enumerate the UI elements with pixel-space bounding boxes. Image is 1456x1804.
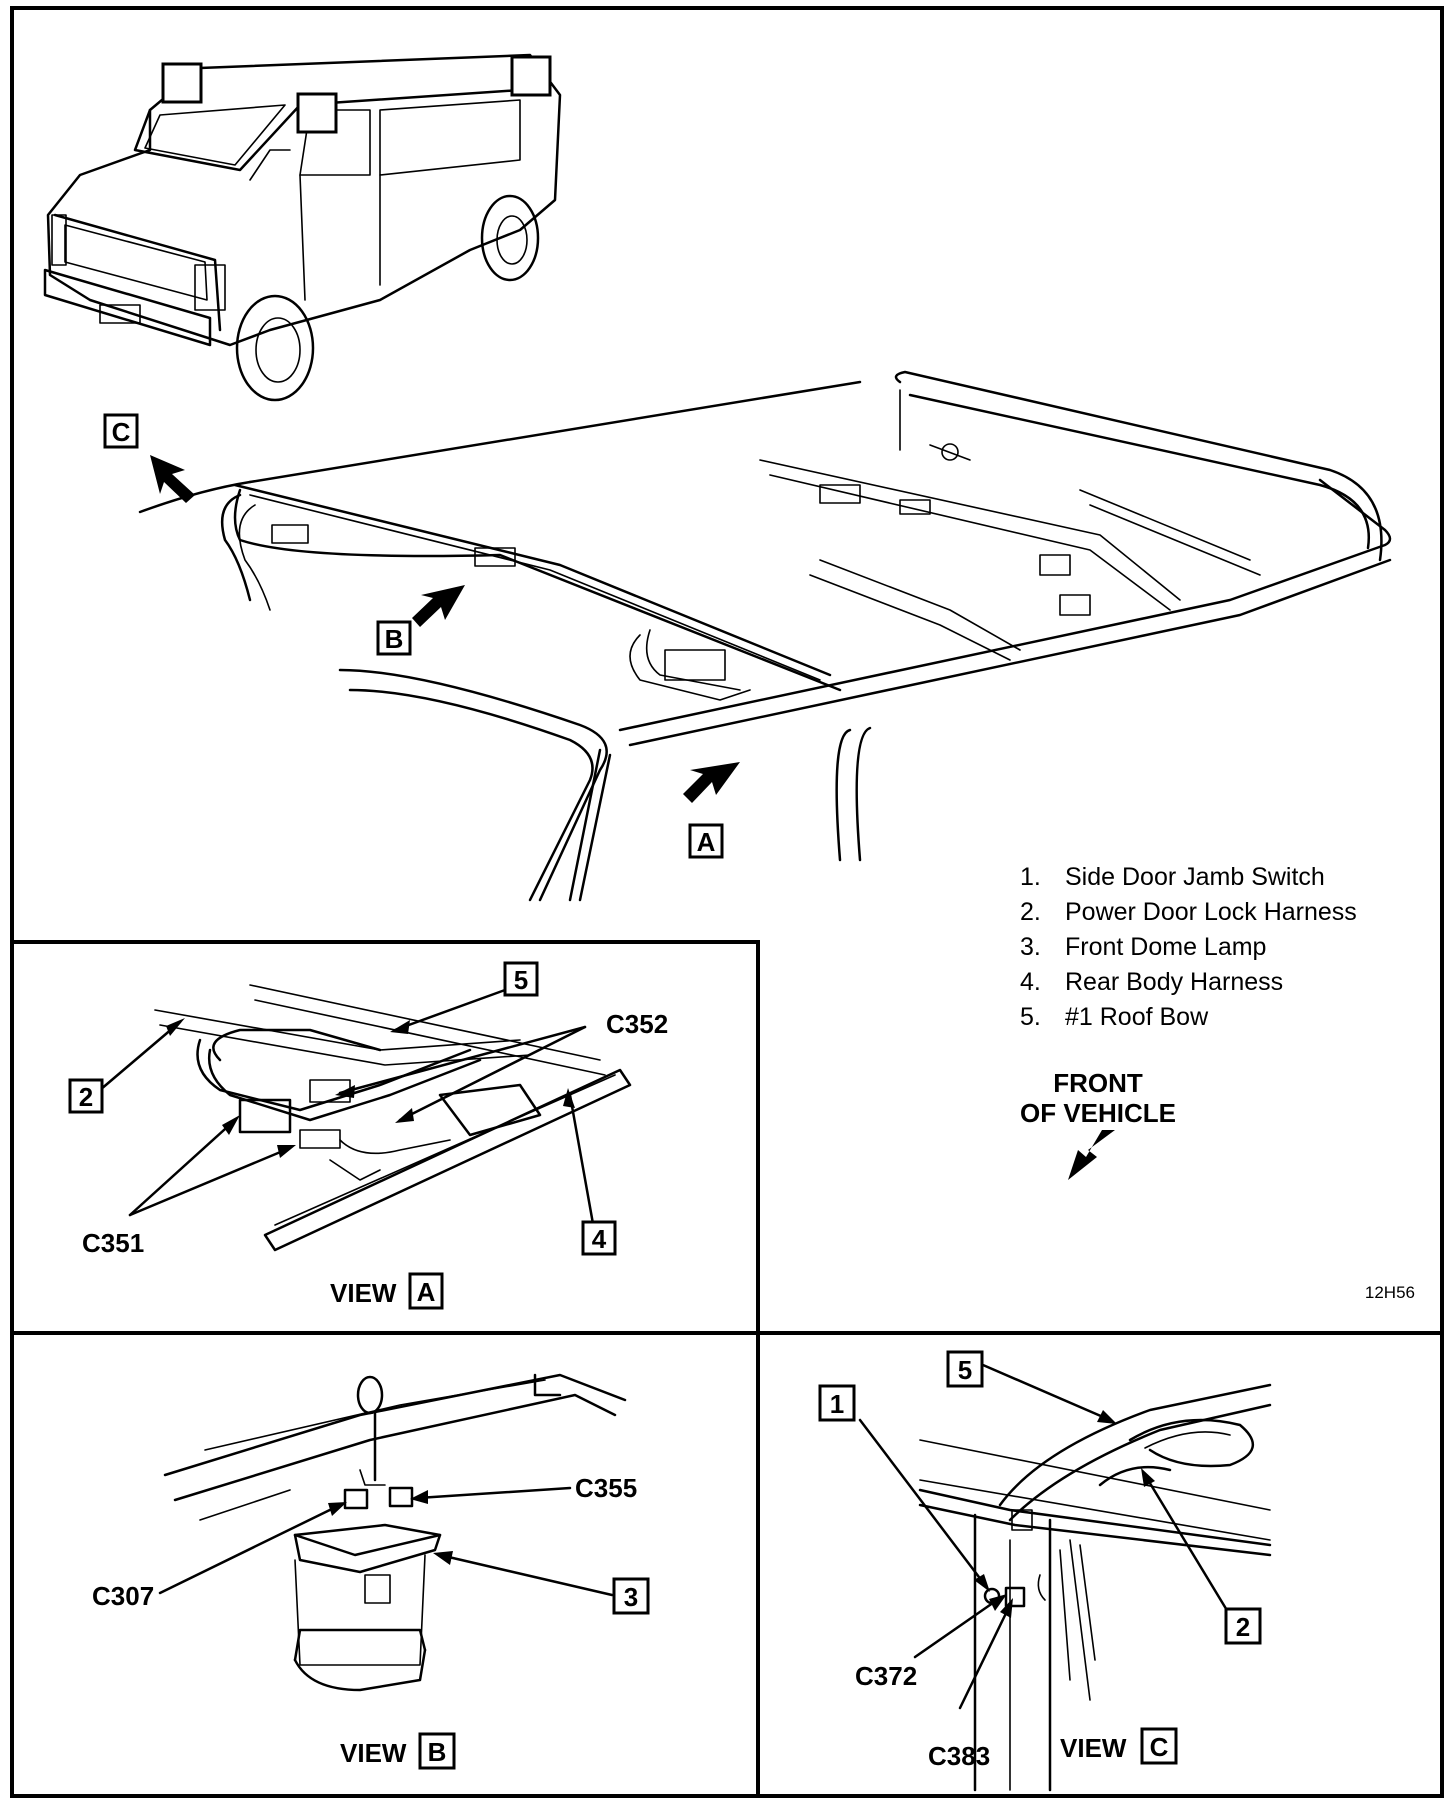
- view-b-c355: C355: [575, 1473, 637, 1503]
- c307-connector: [343, 1488, 369, 1510]
- legend-num-5: 5.: [1020, 1003, 1041, 1031]
- van-location-box-2: [296, 92, 338, 134]
- view-b-word: VIEW: [340, 1738, 407, 1768]
- view-b-c307: C307: [92, 1581, 154, 1611]
- view-b-illustration: [163, 1373, 627, 1692]
- view-a-callout-4-box: [581, 1220, 617, 1256]
- view-a-illustration: [154, 984, 632, 1252]
- leader-c-5: [981, 1363, 1112, 1422]
- front-of-vehicle-line1: FRONT: [1053, 1068, 1143, 1098]
- leader-a-4: [568, 1093, 597, 1237]
- leader-b-3: [438, 1553, 614, 1597]
- legend-num-2: 2.: [1020, 898, 1041, 926]
- view-c-callout-2-box: [1224, 1607, 1262, 1645]
- van-location-box-1: [161, 62, 203, 104]
- view-b-callout-3-box: [612, 1577, 650, 1615]
- arrow-b: [412, 585, 465, 627]
- leader-b-c307: [158, 1503, 342, 1595]
- arrow-a: [683, 762, 740, 803]
- leader-a-2: [98, 1020, 182, 1092]
- legend-num-4: 4.: [1020, 968, 1041, 996]
- view-c-word: VIEW: [1060, 1733, 1127, 1763]
- legend-text-2: Power Door Lock Harness: [1065, 898, 1357, 926]
- view-c-c372: C372: [855, 1661, 917, 1691]
- arrow-c: [150, 455, 195, 503]
- leader-a-c352-2: [398, 1025, 587, 1122]
- view-a-callout-4: 4: [592, 1224, 607, 1254]
- view-b-letter: B: [428, 1737, 447, 1767]
- callout-a-label: A: [697, 827, 716, 857]
- view-c-callout-5-box: [946, 1350, 984, 1388]
- figure-code: 12H56: [1365, 1283, 1415, 1302]
- view-a-callout-2: 2: [79, 1082, 93, 1112]
- leader-c-c383: [958, 1603, 1012, 1710]
- view-b-callout-3: 3: [624, 1582, 638, 1612]
- view-a-callout-5: 5: [514, 965, 528, 995]
- view-a-letter: A: [417, 1277, 436, 1307]
- view-a-word: VIEW: [330, 1278, 397, 1308]
- view-a-callout-2-box: [68, 1078, 104, 1114]
- view-a-c352: C352: [606, 1009, 668, 1039]
- callout-box-a: [688, 823, 724, 859]
- van-illustration: [43, 53, 562, 402]
- legend-text-5: #1 Roof Bow: [1065, 1003, 1209, 1031]
- c351-connector-a: [238, 1098, 292, 1134]
- view-c-illustration: [918, 1383, 1272, 1792]
- leader-b-c355: [416, 1486, 572, 1500]
- leader-a-c351-2: [128, 1146, 292, 1217]
- view-c-callout-1-box: [818, 1384, 856, 1422]
- callout-b-label: B: [385, 624, 404, 654]
- legend-text-4: Rear Body Harness: [1065, 968, 1283, 996]
- view-c-callout-1: 1: [830, 1389, 844, 1419]
- legend-text-3: Front Dome Lamp: [1065, 933, 1266, 961]
- view-c-callout-5: 5: [958, 1355, 972, 1385]
- view-a-frame: [12, 940, 760, 1796]
- view-c-letter-box: [1140, 1727, 1178, 1765]
- view-c-callout-2: 2: [1236, 1612, 1250, 1642]
- c351-connector-b: [299, 1129, 341, 1149]
- view-c-letter: C: [1150, 1732, 1169, 1762]
- legend-num-3: 3.: [1020, 933, 1041, 961]
- callout-box-c: [103, 413, 139, 449]
- legend: 1. Side Door Jamb Switch 2. Power Door L…: [1020, 863, 1357, 1031]
- callout-box-b: [376, 620, 412, 656]
- view-c-c383: C383: [928, 1741, 990, 1771]
- view-a-c351: C351: [82, 1228, 144, 1258]
- c383-connector: [1004, 1586, 1026, 1608]
- c355-connector: [388, 1486, 414, 1508]
- leader-a-c352-1: [338, 1025, 587, 1095]
- front-of-vehicle-line2: OF VEHICLE: [1020, 1098, 1176, 1128]
- view-a-letter-box: [408, 1272, 444, 1310]
- front-of-vehicle-arrow: [1068, 1130, 1115, 1180]
- leader-c-1: [858, 1418, 987, 1587]
- leader-c-2: [1143, 1473, 1230, 1614]
- leader-c-c372: [913, 1596, 1002, 1659]
- view-a-callout-5-box: [503, 961, 539, 997]
- view-b-letter-box: [418, 1732, 456, 1770]
- roof-illustration: [138, 370, 1392, 902]
- callout-c-label: C: [112, 417, 131, 447]
- leader-a-5: [393, 988, 507, 1032]
- legend-num-1: 1.: [1020, 863, 1041, 891]
- van-location-box-3: [510, 55, 552, 97]
- leader-a-c351-1: [128, 1118, 237, 1217]
- outer-frame: [10, 6, 1444, 1798]
- legend-text-1: Side Door Jamb Switch: [1065, 863, 1325, 891]
